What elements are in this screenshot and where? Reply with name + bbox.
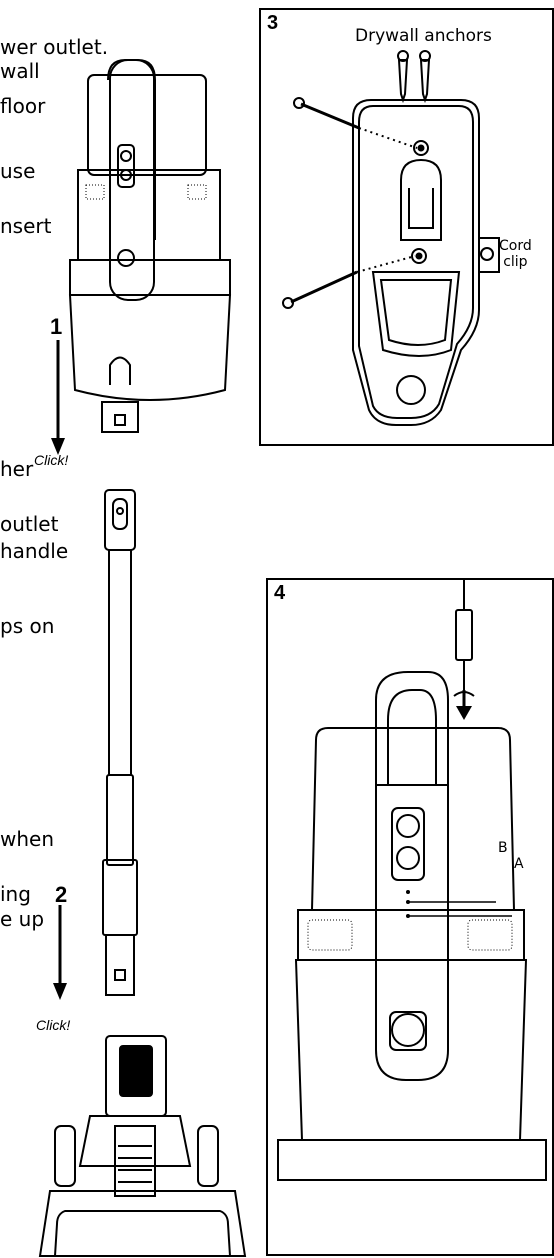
cord-clip-label-line-1: Cord	[499, 238, 532, 254]
instruction-fragment-10: when	[0, 827, 55, 851]
mounted-vacuum-illustration	[277, 580, 547, 1181]
instruction-fragment-8: handle	[0, 539, 69, 563]
drywall-anchors-label: Drywall anchors	[355, 26, 492, 46]
instruction-fragment-5: nsert	[0, 214, 52, 238]
click-label-2: Click!	[36, 1017, 71, 1033]
instruction-fragment-2: wall	[0, 59, 40, 83]
click-label-1: Click!	[34, 452, 69, 468]
instruction-fragment-3: floor	[0, 94, 46, 118]
step-1-down-arrow-icon	[51, 340, 65, 455]
vacuum-body-illustration	[68, 59, 232, 433]
cord-clip-label-line-2: clip	[503, 254, 528, 270]
label-a: A	[514, 856, 524, 872]
wall-mount-bracket-illustration	[282, 50, 500, 426]
step-2-down-arrow-icon	[53, 905, 67, 1000]
instruction-fragment-1: wer outlet.	[0, 35, 109, 59]
step-number-1: 1	[50, 314, 63, 339]
instruction-fragment-11: ing	[0, 882, 31, 906]
step-number-2: 2	[55, 882, 68, 907]
instruction-fragment-9: ps on	[0, 614, 55, 638]
panel-4-number: 4	[274, 582, 286, 604]
panel-3-number: 3	[267, 12, 279, 34]
instruction-fragment-12: e up	[0, 907, 45, 931]
instruction-fragment-4: use	[0, 159, 36, 183]
instruction-fragment-7: outlet	[0, 512, 59, 536]
panel-4-mounted-vacuum: 4 B A	[266, 578, 554, 1256]
label-b: B	[498, 840, 508, 856]
extension-wand-illustration	[102, 489, 138, 996]
cord-clip-label: Cord clip	[499, 238, 532, 270]
floor-nozzle-illustration	[38, 1035, 247, 1257]
instruction-fragment-6: her	[0, 457, 34, 481]
panel-3-wall-mount: 3 Drywall anchors Cord clip	[259, 8, 554, 446]
